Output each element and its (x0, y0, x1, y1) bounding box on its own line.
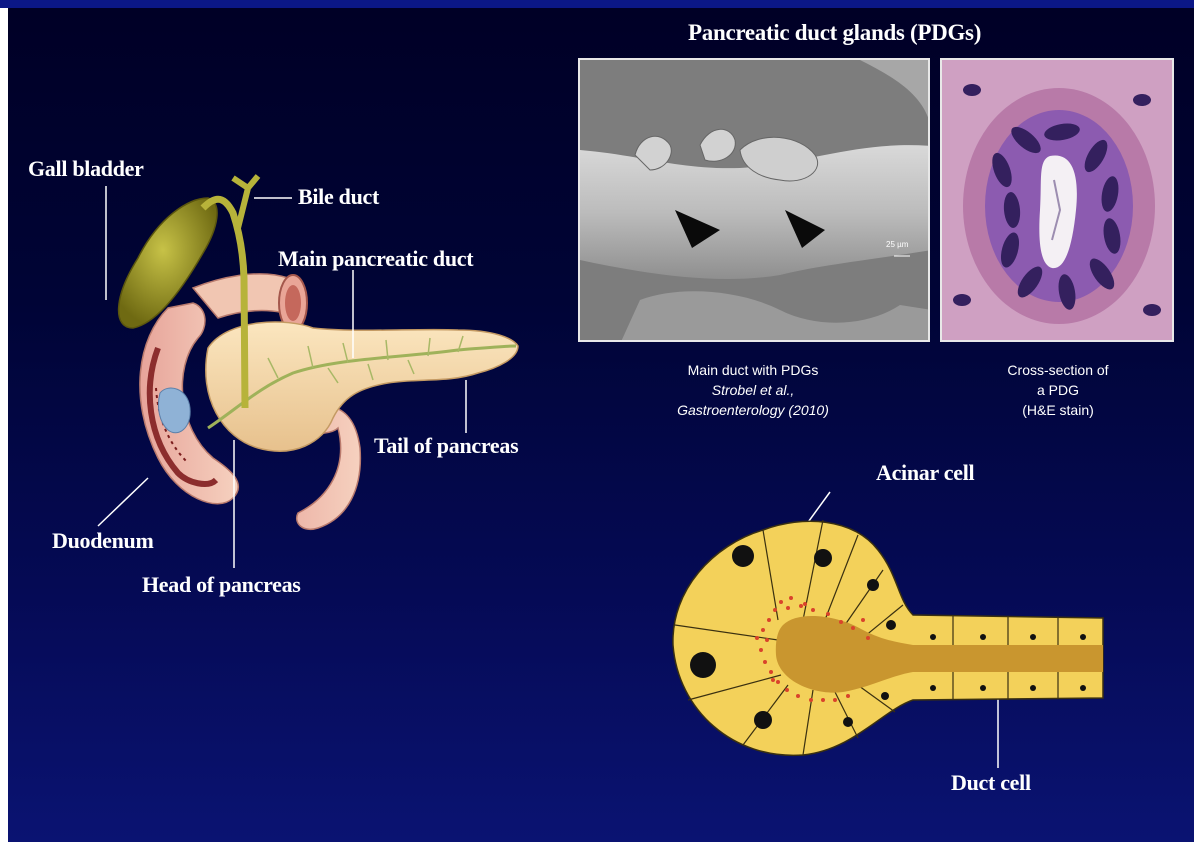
label-gall-bladder: Gall bladder (28, 156, 144, 182)
sem-caption-year: (2010) (788, 402, 828, 418)
he-caption-line1: Cross-section of (968, 360, 1148, 380)
label-tail-of-pancreas: Tail of pancreas (374, 433, 518, 459)
he-caption-line2: a PDG (968, 380, 1148, 400)
he-caption-line3: (H&E stain) (968, 400, 1148, 420)
sem-micrograph: 25 µm (578, 58, 930, 342)
label-bile-duct: Bile duct (298, 184, 379, 210)
label-duct-cell: Duct cell (951, 770, 1031, 796)
he-histology-micrograph (940, 58, 1174, 342)
sem-scale-bar-label: 25 µm (886, 240, 908, 249)
label-duodenum: Duodenum (52, 528, 154, 554)
acinus-duct-diagram (663, 510, 1113, 760)
sem-caption: Main duct with PDGs Strobel et al., Gast… (623, 360, 883, 420)
sem-caption-journal: Gastroenterology (677, 402, 784, 418)
label-head-of-pancreas: Head of pancreas (142, 572, 301, 598)
sem-caption-line1: Main duct with PDGs (623, 360, 883, 380)
he-caption: Cross-section of a PDG (H&E stain) (968, 360, 1148, 420)
sem-caption-authors: Strobel et al., (712, 382, 795, 398)
top-border (0, 0, 1194, 8)
label-acinar-cell: Acinar cell (876, 460, 974, 486)
slide: Pancreatic duct glands (PDGs) (8, 8, 1194, 842)
label-main-pancreatic-duct: Main pancreatic duct (278, 246, 473, 272)
